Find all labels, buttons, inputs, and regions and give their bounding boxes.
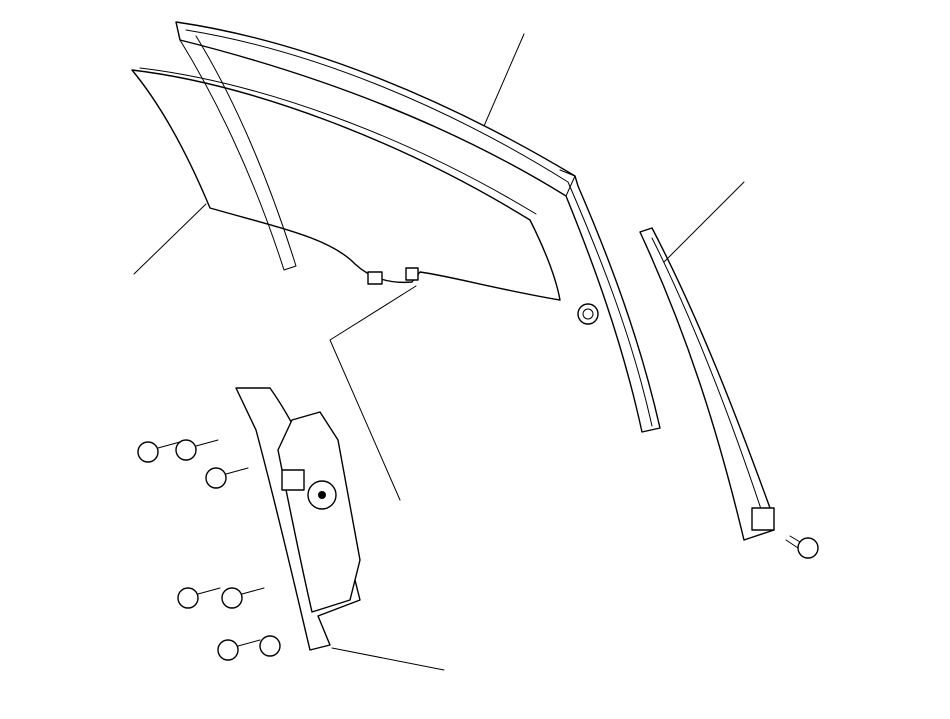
regulator-bolt-2 bbox=[175, 439, 219, 461]
channel-nut bbox=[577, 303, 599, 325]
leader-lines bbox=[133, 33, 745, 671]
regulator-bolt-6 bbox=[217, 639, 261, 661]
regulator-bolt-5 bbox=[221, 587, 265, 609]
regulator-bolt-4 bbox=[177, 587, 221, 609]
channel-bolt bbox=[785, 535, 819, 559]
regulator-bolts bbox=[137, 439, 281, 661]
window-regulator bbox=[235, 387, 361, 651]
door-glass bbox=[131, 67, 561, 301]
glass-run-channel bbox=[175, 21, 661, 433]
rear-lower-channel bbox=[639, 227, 775, 541]
regulator-bolt-1 bbox=[137, 441, 181, 463]
regulator-bolt-3 bbox=[205, 467, 249, 489]
